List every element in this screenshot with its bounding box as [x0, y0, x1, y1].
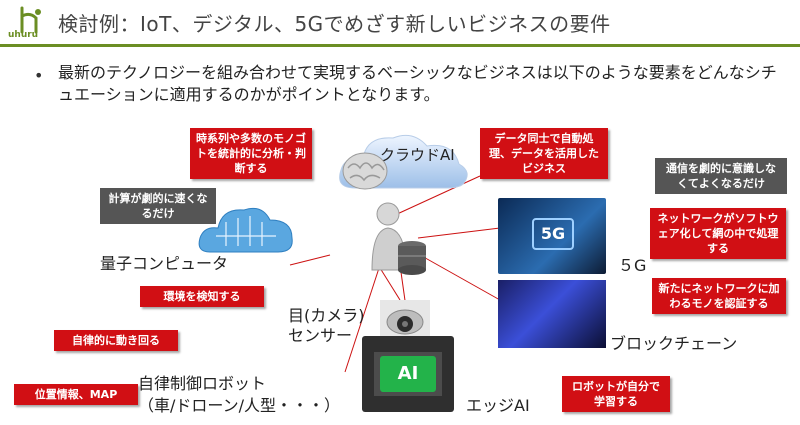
line-blockchain — [419, 254, 501, 301]
quantum-label: 量子コンピュータ — [100, 254, 229, 273]
5g-label: ５G — [618, 256, 647, 275]
bullet-marker: • — [34, 66, 44, 85]
intro-text: 最新のテクノロジーを組み合わせて実現するベーシックなビジネスは以下のような要素を… — [58, 63, 777, 104]
line-quantum — [289, 254, 331, 266]
callout-network-sw: ネットワークがソフトウェア化して網の中で処理する — [650, 208, 786, 259]
edge-ai-label: エッジAI — [466, 396, 530, 415]
ai-chip-icon: AI — [380, 356, 436, 392]
5g-badge: 5G — [532, 218, 574, 250]
blockchain-label: ブロックチェーン — [610, 334, 738, 353]
eye-sensor-label-1: 目(カメラ) — [288, 306, 365, 325]
line-data-callout — [394, 175, 481, 216]
5g-image: 5G — [498, 198, 606, 274]
uhuru-logo-icon — [10, 6, 50, 46]
line-robot — [344, 264, 381, 373]
person-data-icon — [371, 202, 426, 275]
callout-timeseries: 時系列や多数のモノゴトを統計的に分析・判断する — [190, 128, 312, 179]
robot-label-2: （車/ドローン/人型・・・） — [138, 396, 340, 415]
blockchain-image — [498, 280, 606, 348]
cloud-ai-label: クラウドAI — [380, 146, 455, 164]
robot-label-1: 自律制御ロボット — [138, 374, 267, 393]
quantum-cloud-icon — [198, 207, 293, 253]
eye-sensor-label-2: センサー — [288, 326, 353, 345]
title-divider — [0, 44, 800, 47]
page-title: 検討例：IoT、デジタル、5Gでめざす新しいビジネスの要件 — [58, 12, 611, 36]
callout-data-auto: データ同士で自動処理、データを活用したビジネス — [480, 128, 608, 179]
logo-text: uhuru — [8, 30, 39, 40]
callout-comm-unaware: 通信を劇的に意識しなくてよくなるだけ — [655, 158, 787, 194]
brain-icon — [342, 152, 388, 190]
callout-new-network: 新たにネットワークに加わるモノを認証する — [652, 278, 786, 314]
callout-env-detect: 環境を検知する — [140, 286, 264, 307]
callout-compute-speed: 計算が劇的に速くなるだけ — [100, 188, 216, 224]
callout-location: 位置情報、MAP — [14, 384, 138, 405]
callout-robot-learn: ロボットが自分で学習する — [562, 376, 670, 412]
ai-chip-label: AI — [397, 363, 419, 384]
line-5g — [417, 227, 501, 239]
callout-autonomous: 自律的に動き回る — [54, 330, 178, 351]
